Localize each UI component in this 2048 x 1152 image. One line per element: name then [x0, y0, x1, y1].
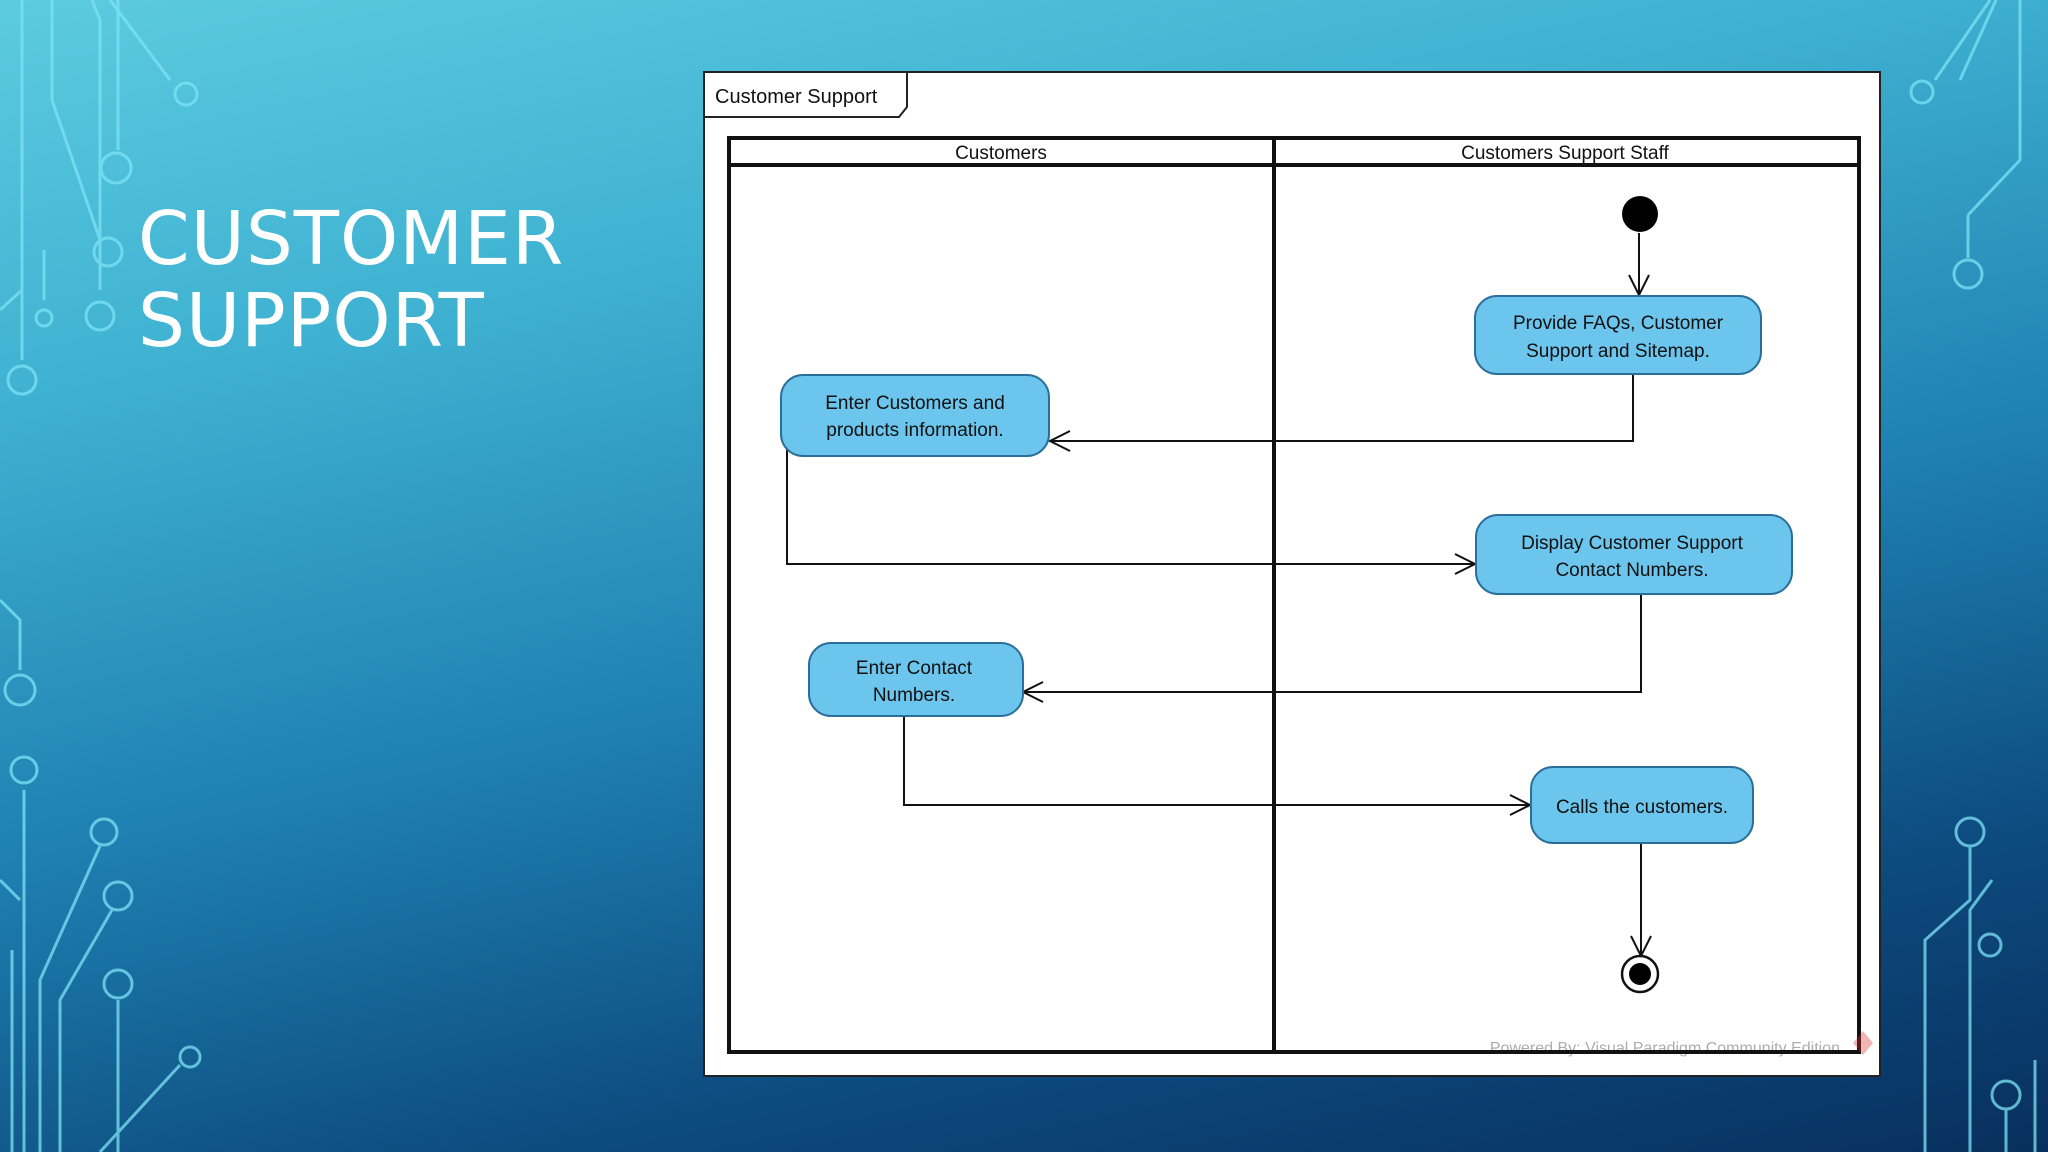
flow-display-contact-to-enter-contact — [1023, 594, 1642, 692]
action-display-contact: Display Customer Support Contact Numbers… — [1475, 514, 1793, 595]
initial-node — [1622, 196, 1658, 232]
action-provide-faqs-line1: Provide FAQs, Customer — [1513, 313, 1724, 334]
action-calls-customers: Calls the customers. — [1530, 766, 1754, 844]
frame-title: Customer Support — [715, 86, 878, 108]
control-flows — [786, 233, 1642, 956]
watermark-text: Powered By: Visual Paradigm Community Ed… — [1490, 1040, 1840, 1057]
frame-title-tab: Customer Support — [705, 73, 908, 118]
watermark: Powered By: Visual Paradigm Community Ed… — [1490, 1031, 1873, 1057]
lane-header-customers: Customers — [955, 143, 1047, 164]
action-enter-contact-line1: Enter Contact — [856, 658, 973, 679]
activity-diagram: Customer Support Customers Customers Sup… — [703, 71, 1881, 1077]
slide-title-line1: CUSTOMER — [138, 196, 565, 282]
action-enter-contact-line2: Numbers. — [873, 685, 955, 706]
activity-diagram-canvas: Customer Support Customers Customers Sup… — [705, 73, 1873, 1057]
flow-enter-customers-to-display-contact — [786, 441, 1475, 564]
swimlane-partition: Customers Customers Support Staff — [727, 136, 1861, 1054]
slide-title-line2: SUPPORT — [138, 278, 485, 364]
flow-enter-contact-to-calls-customers — [903, 716, 1530, 805]
visual-paradigm-logo-icon — [1853, 1031, 1873, 1055]
action-enter-contact: Enter Contact Numbers. — [808, 642, 1024, 717]
slide-title: CUSTOMER SUPPORT — [138, 198, 564, 362]
flow-provide-faqs-to-enter-customers — [1050, 374, 1634, 441]
action-provide-faqs: Provide FAQs, Customer Support and Sitem… — [1474, 295, 1762, 375]
final-node — [1620, 954, 1660, 994]
action-display-contact-line2: Contact Numbers. — [1555, 560, 1708, 581]
action-calls-customers-label: Calls the customers. — [1556, 797, 1728, 818]
lane-header-support-staff: Customers Support Staff — [1461, 143, 1669, 164]
action-enter-customers-line1: Enter Customers and — [825, 393, 1005, 414]
action-enter-customers-line2: products information. — [826, 420, 1003, 441]
action-display-contact-line1: Display Customer Support — [1521, 533, 1743, 554]
action-enter-customers: Enter Customers and products information… — [780, 374, 1050, 457]
action-provide-faqs-line2: Support and Sitemap. — [1526, 341, 1710, 362]
